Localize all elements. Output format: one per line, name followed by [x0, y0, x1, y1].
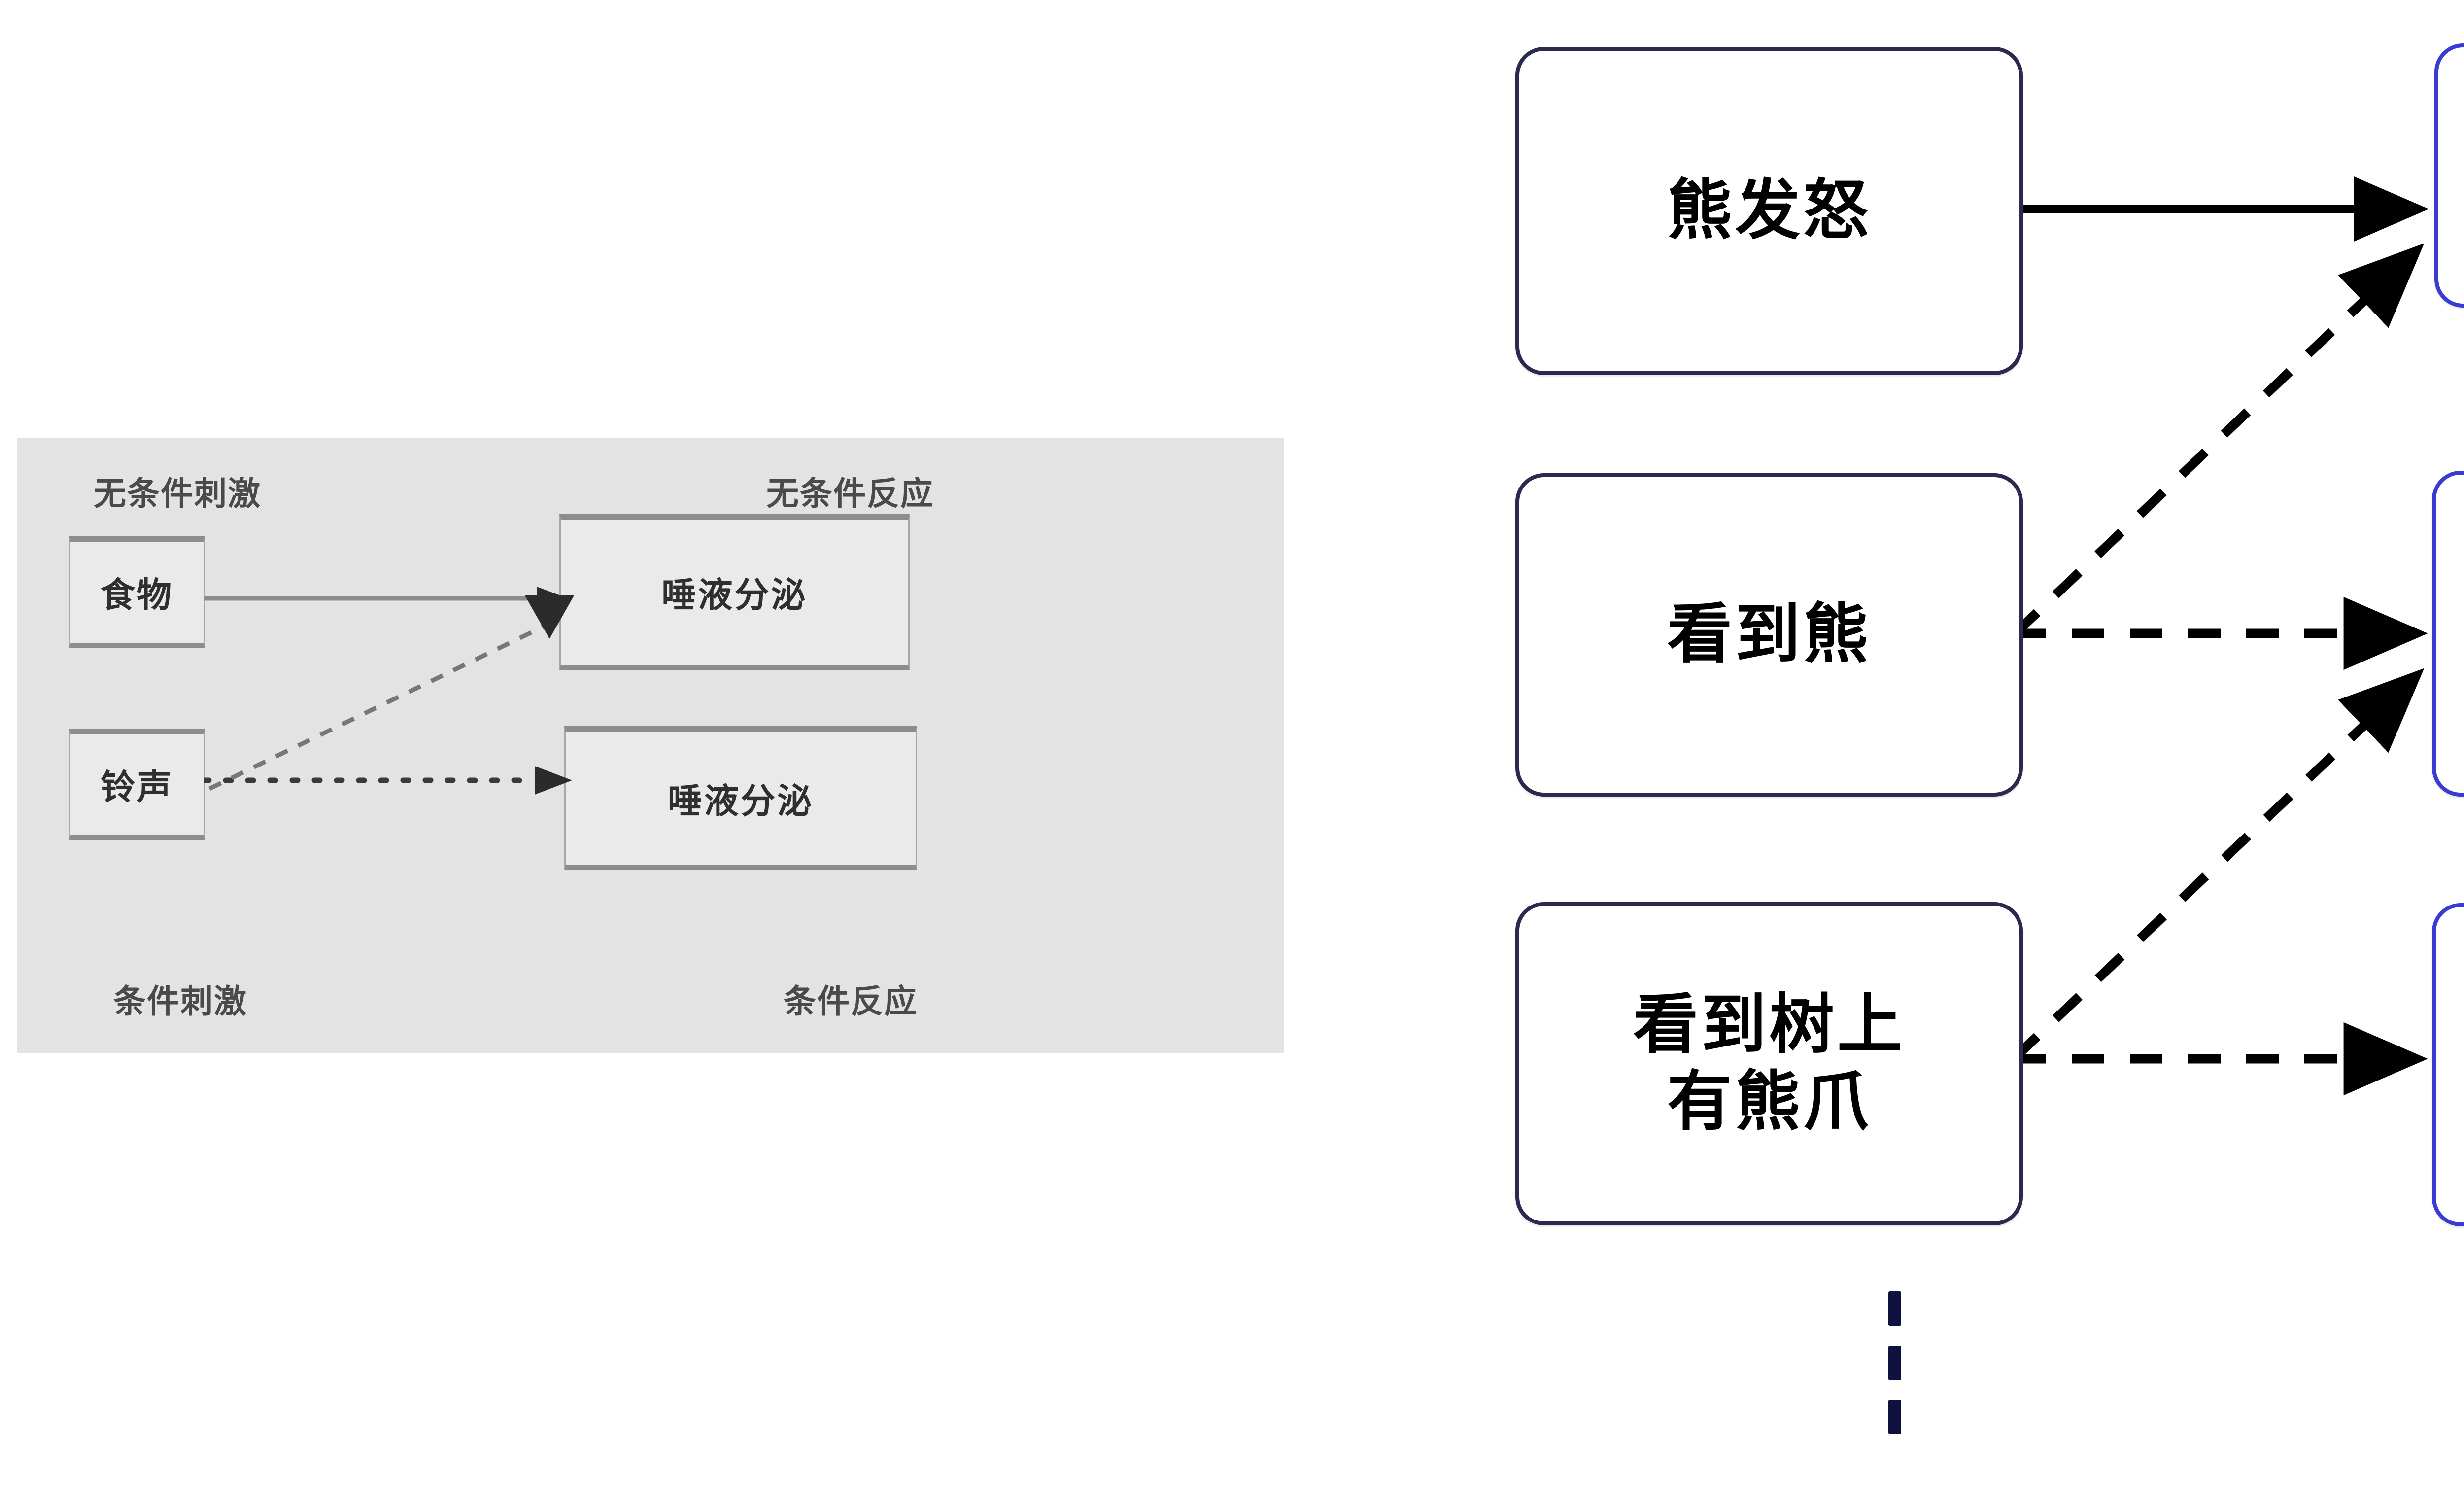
state-box-see-bear[interactable]: 看到熊 — [1515, 473, 2023, 797]
state-box-see-claw-line2: 有熊爪 — [1667, 1064, 1871, 1140]
state-box-see-claw[interactable]: 看到树上 有熊爪 — [1515, 902, 2023, 1225]
ellipsis-dot — [1888, 1291, 1901, 1326]
edge-bell-to-salivation-dashed-diagonal — [208, 595, 574, 791]
label-unconditioned-stimulus: 无条件刺激 — [94, 475, 261, 513]
value-box-v-s[interactable]: V(s) — [2432, 903, 2464, 1226]
ellipsis-dot — [1888, 1346, 1901, 1380]
classical-conditioning-panel: 无条件刺激 无条件反应 条件刺激 条件反应 食物 唾液分泌 铃声 唾液分泌 — [17, 438, 1284, 1053]
label-conditioned-stimulus: 条件刺激 — [113, 982, 247, 1020]
rl-value-propagation-diagram: 熊发怒 看到熊 看到树上 有熊爪 奖励 V(s′) V(s) — [1478, 0, 2464, 1499]
box-food: 食物 — [69, 536, 205, 648]
box-bell: 铃声 — [69, 729, 205, 840]
state-box-see-claw-line1: 看到树上 — [1633, 987, 1905, 1063]
state-box-bear-angry[interactable]: 熊发怒 — [1515, 47, 2023, 375]
edge-see-bear-to-reward — [2010, 243, 2425, 638]
box-salivation-unconditioned: 唾液分泌 — [559, 514, 910, 670]
ellipsis-state-column — [1888, 1291, 1901, 1434]
ellipsis-dot — [1888, 1400, 1901, 1434]
label-conditioned-response: 条件反应 — [784, 982, 918, 1020]
edge-bell-to-salivation-dotted — [204, 766, 572, 795]
label-unconditioned-response: 无条件反应 — [766, 475, 934, 513]
box-salivation-conditioned: 唾液分泌 — [564, 726, 917, 870]
edge-see-claw-to-v-s-prime — [2010, 668, 2425, 1062]
value-box-reward[interactable]: 奖励 — [2434, 43, 2464, 308]
value-box-v-s-prime[interactable]: V(s′) — [2432, 471, 2464, 797]
